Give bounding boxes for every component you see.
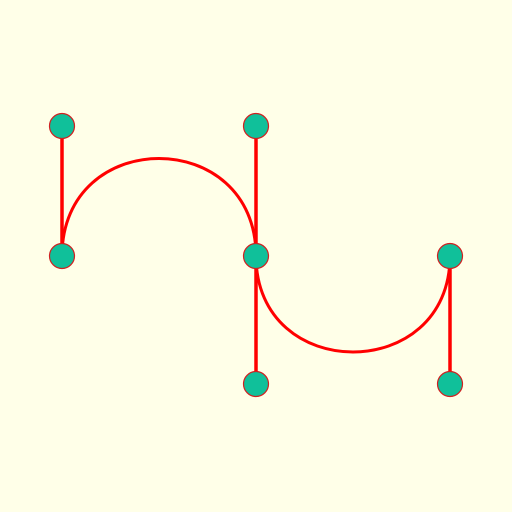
control-point-1[interactable] xyxy=(48,112,76,140)
control-point-4[interactable] xyxy=(436,370,464,398)
control-handles xyxy=(60,126,452,384)
anchor-point-middle[interactable] xyxy=(242,242,270,270)
anchor-point-start[interactable] xyxy=(48,242,76,270)
anchor-point-end[interactable] xyxy=(436,242,464,270)
points xyxy=(48,112,464,398)
control-point-2[interactable] xyxy=(242,112,270,140)
control-point-3[interactable] xyxy=(242,370,270,398)
